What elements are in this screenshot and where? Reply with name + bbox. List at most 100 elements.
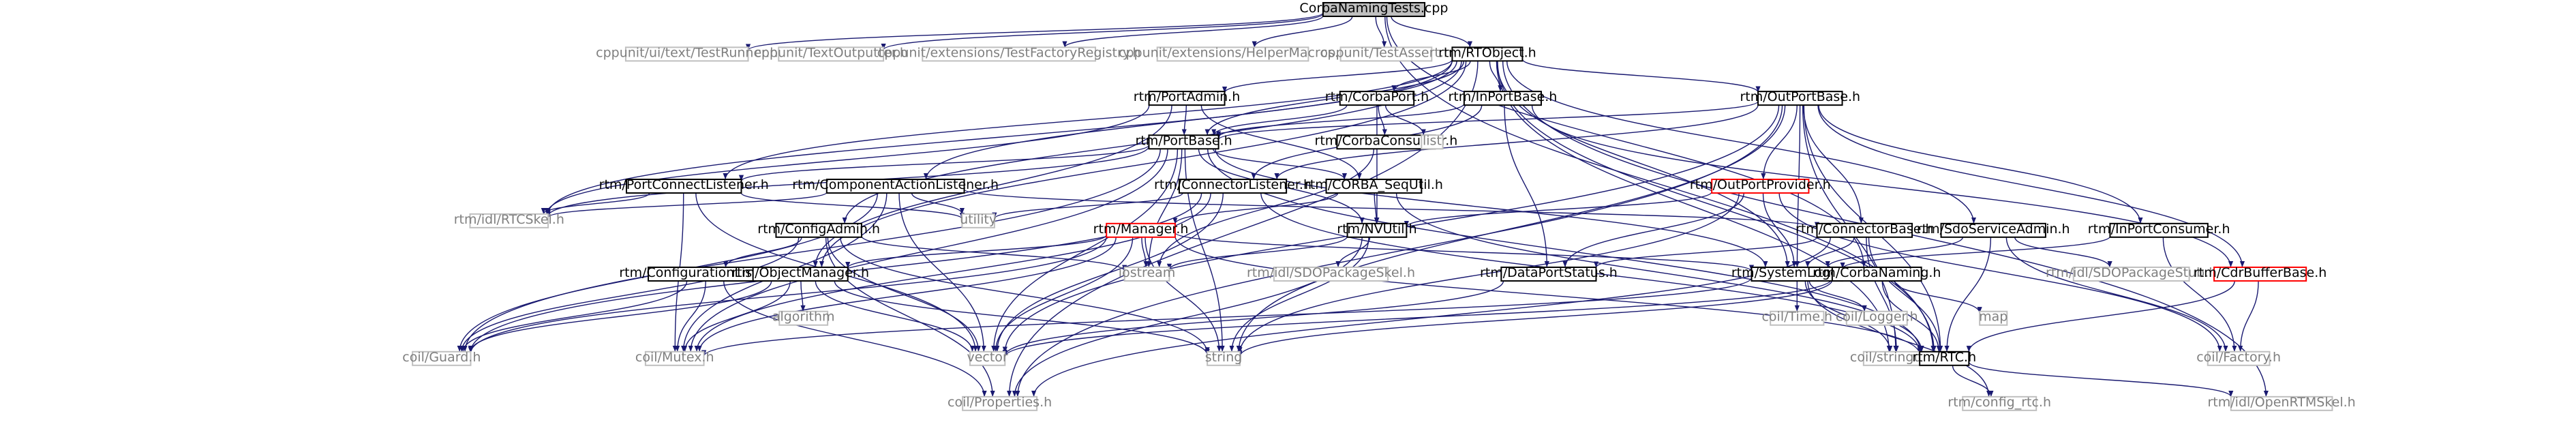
node-box bbox=[778, 310, 829, 326]
node-nvutil[interactable]: rtm/NVUtil.h bbox=[1337, 222, 1417, 238]
node-label: rtm/ConnectorBase.h bbox=[1795, 222, 1934, 237]
node-objectmanager[interactable]: rtm/ObjectManager.h bbox=[731, 265, 869, 282]
edge-systemlogger-to-mutex bbox=[701, 277, 1753, 357]
node-connectorlistener[interactable]: rtm/ConnectorListener.h bbox=[1154, 177, 1312, 194]
edge-outportbase-to-portbase bbox=[1216, 100, 1759, 140]
node-systemlogger[interactable]: rtm/SystemLogger.h bbox=[1731, 265, 1863, 282]
edge-configadmin-to-string bbox=[840, 237, 1210, 354]
edge-objectmanager-to-vector bbox=[815, 280, 975, 352]
edge-rtobject-to-rtcskel bbox=[545, 60, 1453, 215]
node-box bbox=[1845, 310, 1908, 326]
node-mutex: coil/Mutex.h bbox=[635, 350, 714, 366]
edge-rtobject-to-properties bbox=[1006, 61, 1479, 397]
node-label: rtm/PortAdmin.h bbox=[1134, 89, 1240, 104]
node-inportbase[interactable]: rtm/InPortBase.h bbox=[1448, 89, 1557, 106]
node-testfactory: cppunit/extensions/TestFactoryRegistry.h bbox=[877, 45, 1140, 62]
edge-configlistener-to-properties bbox=[723, 280, 987, 397]
node-portbase[interactable]: rtm/PortBase.h bbox=[1135, 133, 1232, 150]
node-dataportstatus[interactable]: rtm/DataPortStatus.h bbox=[1480, 265, 1618, 282]
node-box bbox=[2207, 350, 2271, 366]
edge-root-to-testfactory bbox=[1062, 15, 1324, 48]
node-inportconsumer[interactable]: rtm/InPortConsumer.h bbox=[2088, 222, 2230, 238]
node-box bbox=[1500, 266, 1597, 282]
node-rtcskel: rtm/idl/RTCSkel.h bbox=[454, 212, 564, 228]
edge-inportbase-to-dataportstatus bbox=[1504, 105, 1549, 267]
node-textoutputter: cppunit/TextOutputter.h bbox=[754, 45, 908, 62]
edge-connectorlistener-to-mutex bbox=[694, 193, 1211, 352]
node-connectorbase[interactable]: rtm/ConnectorBase.h bbox=[1795, 222, 1934, 238]
edge-root-to-corbanaming bbox=[1386, 16, 1866, 267]
edge-manager-to-mutex bbox=[697, 237, 1117, 352]
node-outportprovider[interactable]: rtm/OutPortProvider.h bbox=[1690, 177, 1831, 194]
node-box bbox=[412, 350, 472, 366]
node-portadmin[interactable]: rtm/PortAdmin.h bbox=[1134, 89, 1240, 106]
node-label: rtm/DataPortStatus.h bbox=[1480, 265, 1618, 280]
node-label: rtm/RTObject.h bbox=[1438, 45, 1536, 60]
node-root[interactable]: CorbaNamingTests.cpp bbox=[1299, 1, 1449, 17]
node-label: rtm/CORBA_SeqUtil.h bbox=[1305, 177, 1443, 192]
edge-portbase-to-portconnectlistener bbox=[739, 145, 1150, 182]
node-box bbox=[1919, 350, 1970, 366]
edge-outportprovider-to-dataportstatus bbox=[1562, 193, 1744, 267]
node-box bbox=[1123, 266, 1170, 282]
node-label: rtm/ComponentActionListener.h bbox=[792, 177, 999, 192]
node-coillogger: coil/Logger.h bbox=[1836, 310, 1918, 326]
node-label: rtm/InPortBase.h bbox=[1448, 89, 1557, 104]
edge-outportprovider-to-systemlogger bbox=[1762, 193, 1797, 267]
node-configrtc: rtm/config_rtc.h bbox=[1948, 395, 2051, 411]
edge-objectmanager-to-guard bbox=[468, 280, 772, 352]
edge-inportconsumer-to-factory bbox=[2162, 237, 2237, 352]
node-label: coil/Guard.h bbox=[402, 350, 481, 365]
node-box bbox=[752, 266, 849, 282]
node-rtobject[interactable]: rtm/RTObject.h bbox=[1438, 45, 1536, 62]
edge-rtobject-to-stringutil bbox=[1496, 61, 1892, 352]
node-box bbox=[2213, 266, 2307, 282]
node-label: cppunit/ui/text/TestRunner.h bbox=[596, 45, 778, 60]
edge-portbase-to-guard bbox=[462, 149, 1161, 352]
edge-manager-to-iostream bbox=[1141, 237, 1149, 267]
edge-systemlogger-to-configrtc bbox=[1807, 280, 1992, 397]
edge-compactionlistener-to-utility bbox=[911, 192, 965, 215]
edge-portadmin-to-rtcskel bbox=[544, 105, 1150, 214]
node-manager[interactable]: rtm/Manager.h bbox=[1093, 222, 1189, 238]
node-cdrbufferbase[interactable]: rtm/CdrBufferBase.h bbox=[2194, 265, 2327, 282]
node-box bbox=[962, 395, 1038, 411]
edge-manager-to-string bbox=[1145, 237, 1222, 352]
edge-inportbase-to-portbase bbox=[1216, 103, 1465, 138]
node-box bbox=[1106, 222, 1176, 238]
edge-rtobject-to-portadmin bbox=[1222, 59, 1453, 93]
node-outportbase[interactable]: rtm/OutPortBase.h bbox=[1740, 89, 1860, 106]
edge-corbasequtil-to-nvutil bbox=[1374, 193, 1379, 224]
edge-corbanaming-to-map bbox=[1894, 280, 1982, 314]
node-rtch[interactable]: rtm/RTC.h bbox=[1912, 350, 1976, 366]
edge-manager-to-systemlogger bbox=[1175, 232, 1754, 272]
node-label: coil/Logger.h bbox=[1836, 310, 1918, 325]
node-corbasequtil[interactable]: rtm/CORBA_SeqUtil.h bbox=[1305, 177, 1443, 194]
edge-rtobject-to-portbase bbox=[1204, 61, 1465, 136]
node-box bbox=[1831, 266, 1922, 282]
node-corbanaming[interactable]: rtm/CorbaNaming.h bbox=[1813, 265, 1941, 282]
node-testrunner: cppunit/ui/text/TestRunner.h bbox=[596, 45, 778, 62]
node-box bbox=[1148, 91, 1226, 106]
node-list: list bbox=[1421, 133, 1444, 150]
node-portconnectlistener[interactable]: rtm/PortConnectListener.h bbox=[599, 177, 769, 194]
node-compactionlistener[interactable]: rtm/ComponentActionListener.h bbox=[792, 177, 999, 194]
node-guard: coil/Guard.h bbox=[402, 350, 481, 366]
node-label: rtm/Manager.h bbox=[1093, 222, 1189, 237]
edge-compactionlistener-to-vector bbox=[898, 193, 986, 352]
edge-inportbase-to-cdrbufferbase bbox=[1531, 105, 2234, 267]
node-sdoserviceadmin[interactable]: rtm/SdoServiceAdmin.h bbox=[1917, 222, 2070, 238]
edge-corbaport-to-list bbox=[1384, 105, 1426, 136]
node-map: map bbox=[1979, 310, 2007, 326]
node-label: iostream bbox=[1119, 265, 1176, 280]
edge-manager-to-objectmanager bbox=[845, 234, 1107, 269]
node-box bbox=[1711, 179, 1810, 194]
node-string: string bbox=[1205, 350, 1242, 366]
node-label: rtm/idl/SDOPackageStub.h bbox=[2046, 265, 2217, 280]
edge-outportprovider-to-nvutil bbox=[1404, 191, 1712, 228]
edge-root-to-testassert bbox=[1375, 16, 1387, 48]
node-corbaport[interactable]: rtm/CorbaPort.h bbox=[1325, 89, 1429, 106]
edge-root-to-testrunner bbox=[746, 12, 1324, 51]
node-configadmin[interactable]: rtm/ConfigAdmin.h bbox=[757, 222, 880, 238]
edge-outportbase-to-connectorlistener bbox=[1274, 104, 1759, 180]
